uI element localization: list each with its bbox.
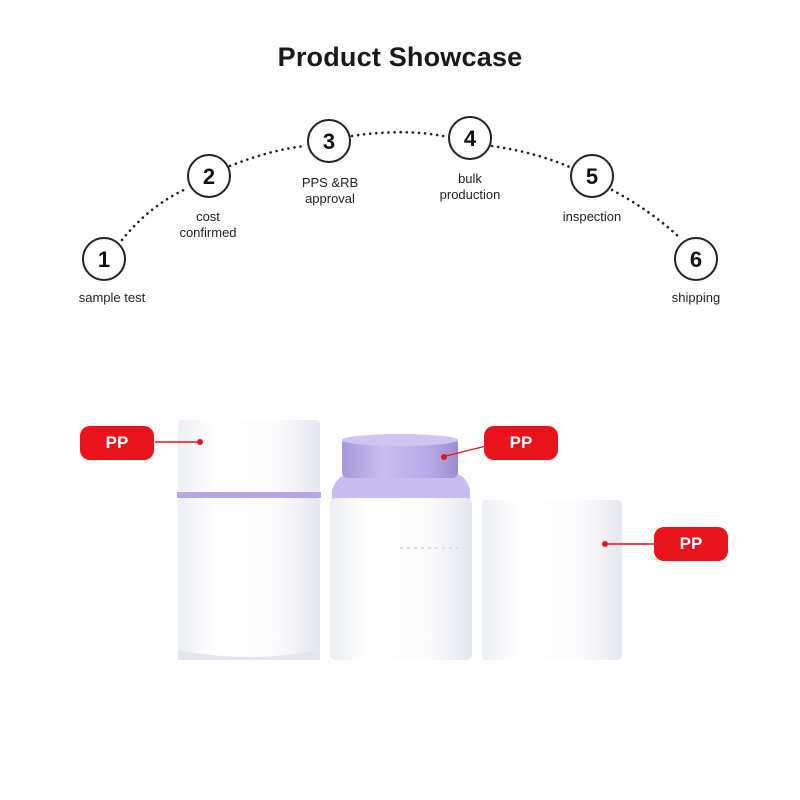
material-badge-outer-cap: PP [80,426,154,460]
page-title: Product Showcase [277,42,523,72]
step-circle-6: 6 [674,237,718,281]
material-badge-bottle-body: PP [654,527,728,561]
process-dotted-arc [120,130,682,242]
step-circle-5: 5 [570,154,614,198]
leader-line-inner-cap [441,445,487,460]
step-number-4: 4 [464,126,477,151]
material-badge-inner-cap: PP [484,426,558,460]
step-number-1: 1 [98,247,110,272]
step-label-inspection: inspection [562,209,622,224]
leader-line-outer-cap [155,439,203,445]
step-label-shipping: shipping [671,290,721,305]
leader-line-bottle-body [602,541,654,547]
step-label-sample-test: sample test [78,290,146,305]
step-number-5: 5 [586,164,598,189]
step-label-bulk-production: bulk production [439,171,501,202]
step-circle-3: 3 [307,119,351,163]
open-bottle-with-inner-cap [330,434,472,660]
step-number-2: 2 [203,164,215,189]
step-circle-2: 2 [187,154,231,198]
step-number-6: 6 [690,247,702,272]
step-circle-4: 4 [448,116,492,160]
step-number-3: 3 [323,129,335,154]
outer-cap [482,500,622,660]
step-circle-1: 1 [82,237,126,281]
step-label-pps-rb-approval: PPS &RB approval [301,175,359,206]
assembled-bottle [177,420,321,660]
step-label-cost-confirmed: cost confirmed [179,209,237,240]
